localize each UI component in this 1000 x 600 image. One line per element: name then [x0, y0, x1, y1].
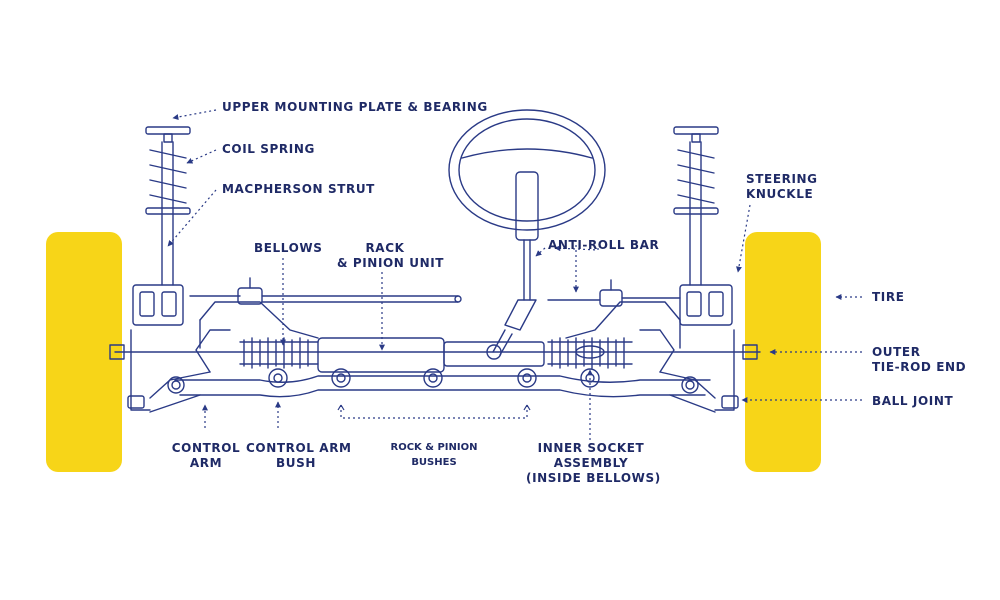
steering-wheel	[448, 109, 606, 356]
label-outer-tie-rod-end-line1: OUTER	[872, 345, 921, 359]
label-control-arm-bush-line2: BUSH	[276, 456, 316, 470]
label-inner-socket-assembly: INNER SOCKET ASSEMBLY (INSIDE BELLOWS)	[526, 441, 661, 486]
label-ball-joint: BALL JOINT	[872, 394, 954, 408]
label-macpherson-strut: MACPHERSON STRUT	[222, 182, 375, 196]
left-strut-assembly	[130, 126, 191, 411]
label-steering-knuckle: STEERING KNUCKLE	[746, 172, 818, 202]
right-strut-assembly	[673, 126, 735, 411]
label-anti-roll-bar: ANTI-ROLL BAR	[548, 238, 660, 252]
right-control-arm	[639, 329, 716, 413]
label-rack-pinion-bushes: ROCK & PINION BUSHES	[384, 440, 484, 470]
label-outer-tie-rod-end: OUTER TIE-ROD END	[872, 345, 966, 375]
label-control-arm-bush: CONTROL ARM BUSH	[246, 441, 352, 471]
subframe	[174, 301, 711, 398]
label-inner-socket-line1: INNER SOCKET	[537, 441, 645, 455]
leader-lines	[167, 109, 862, 440]
label-rack-pinion-unit: RACK & PINION UNIT	[337, 241, 445, 271]
label-steering-knuckle-line2: KNUCKLE	[746, 187, 814, 201]
right-outer-tie-rod-end	[742, 344, 758, 360]
label-steering-knuckle-line1: STEERING	[746, 172, 818, 186]
label-bellows: BELLOWS	[254, 241, 323, 255]
label-inner-socket-line2: ASSEMBLY	[553, 456, 629, 470]
left-tire	[46, 232, 122, 472]
left-ball-joint	[127, 395, 145, 409]
right-tire	[745, 232, 821, 472]
label-control-arm: CONTROL ARM	[168, 441, 244, 471]
bushes	[167, 368, 699, 394]
anti-roll-bar	[189, 277, 681, 307]
rack-pinion-unit	[317, 337, 545, 373]
label-control-arm-line1: CONTROL	[171, 441, 241, 455]
right-ball-joint	[721, 395, 739, 409]
left-outer-tie-rod-end	[109, 344, 125, 360]
label-upper-mounting-plate: UPPER MOUNTING PLATE & BEARING	[222, 100, 488, 114]
label-control-arm-line2: ARM	[189, 456, 223, 470]
label-rack-pinion-unit-line2: & PINION UNIT	[337, 256, 445, 270]
left-bellows	[239, 337, 319, 369]
bushes-bracket	[337, 404, 531, 419]
label-inner-socket-line3: (INSIDE BELLOWS)	[526, 471, 661, 485]
label-tire: TIRE	[872, 290, 905, 304]
right-bellows	[547, 337, 633, 369]
left-control-arm	[149, 329, 231, 413]
label-rack-pinion-bushes-line1: ROCK & PINION	[390, 442, 478, 453]
label-rack-pinion-unit-line1: RACK	[365, 241, 405, 255]
label-coil-spring: COIL SPRING	[222, 142, 315, 156]
label-rack-pinion-bushes-line2: BUSHES	[411, 457, 457, 468]
label-control-arm-bush-line1: CONTROL ARM	[246, 441, 352, 455]
label-outer-tie-rod-end-line2: TIE-ROD END	[872, 360, 967, 374]
